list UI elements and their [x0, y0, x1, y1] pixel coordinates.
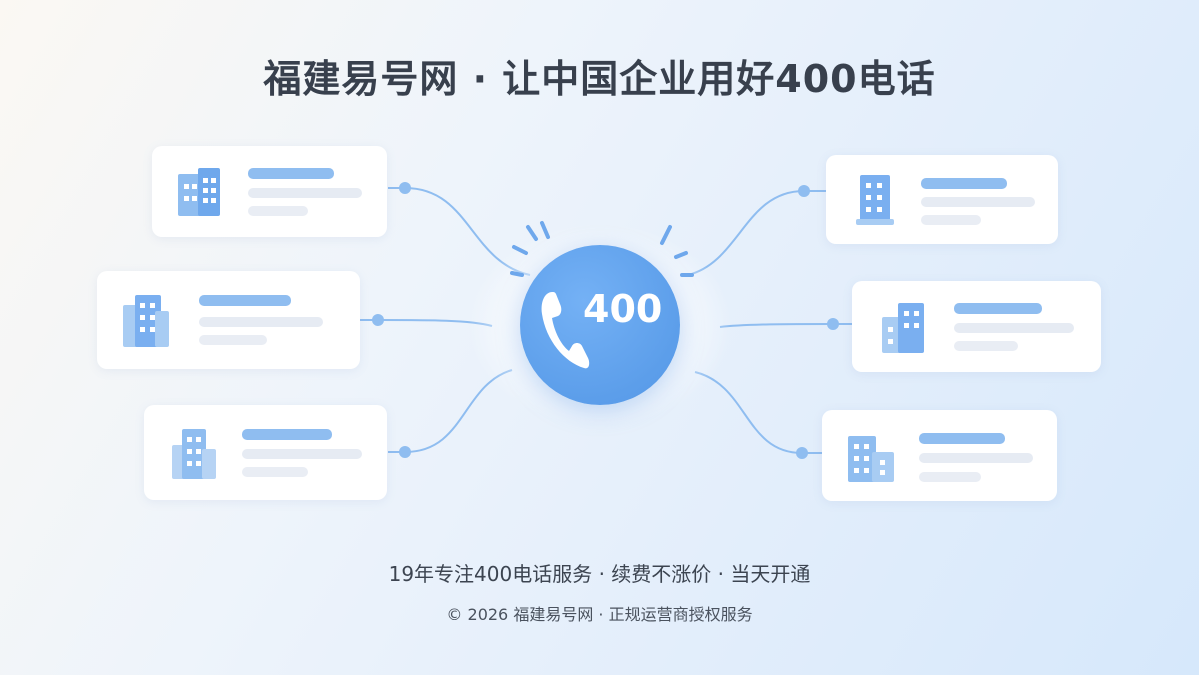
connector-dot: [798, 185, 810, 197]
phone-icon: [541, 292, 590, 369]
company-card: [144, 405, 387, 500]
connector-dot: [399, 446, 411, 458]
connector-dot: [827, 318, 839, 330]
company-card: [97, 271, 360, 369]
connector-dot: [399, 182, 411, 194]
company-card: [826, 155, 1058, 244]
tagline: 19年专注400电话服务 · 续费不涨价 · 当天开通: [388, 562, 811, 586]
building-icon: [178, 168, 220, 216]
building-icon: [172, 429, 216, 479]
building-icon: [123, 295, 169, 347]
hub-number: 400: [583, 287, 663, 331]
page-title: 福建易号网 · 让中国企业用好400电话: [263, 57, 936, 101]
connector-dot: [372, 314, 384, 326]
connector-dot: [796, 447, 808, 459]
signal-rays: [510, 221, 694, 277]
company-card: [152, 146, 387, 237]
copyright: © 2026 福建易号网 · 正规运营商授权服务: [446, 605, 753, 624]
building-icon: [882, 303, 924, 353]
building-icon: [848, 436, 894, 482]
building-icon: [856, 175, 894, 225]
company-card: [822, 410, 1057, 501]
company-card: [852, 281, 1101, 372]
